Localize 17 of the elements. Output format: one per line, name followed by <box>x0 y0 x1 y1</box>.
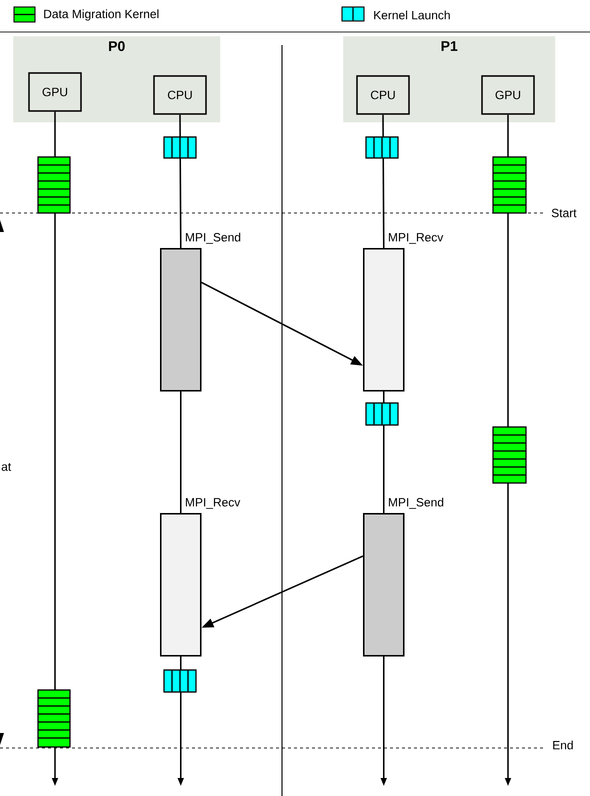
call-block <box>160 513 202 656</box>
call-label: MPI_Send <box>186 232 240 244</box>
legend-text: Kernel Launch <box>374 10 450 20</box>
timeline-label: End <box>551 740 575 750</box>
call-block <box>363 248 404 392</box>
unit-box: CPU <box>356 75 410 115</box>
timeline-label: at <box>0 462 12 472</box>
call-block <box>160 248 202 392</box>
unit-box: GPU <box>28 72 82 112</box>
legend-text: Data Migration Kernel <box>44 9 158 21</box>
call-label: MPI_Send <box>388 498 444 509</box>
call-block <box>363 513 404 656</box>
unit-box: CPU <box>153 75 207 115</box>
timeline-label: Start <box>550 208 578 218</box>
call-label: MPI_Recv <box>186 498 240 509</box>
call-label: MPI_Recv <box>388 233 444 244</box>
unit-box: GPU <box>481 75 535 115</box>
